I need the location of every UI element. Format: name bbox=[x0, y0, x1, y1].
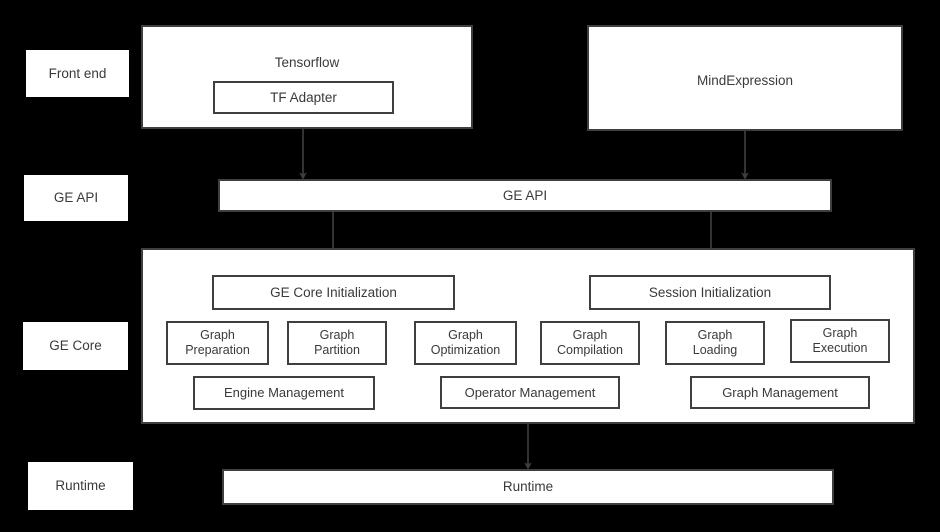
engine-management-label: Engine Management bbox=[224, 385, 344, 401]
layer-label-front-end: Front end bbox=[26, 50, 129, 97]
layer-label-ge-core: GE Core bbox=[23, 322, 128, 370]
operator-management[interactable]: Operator Management bbox=[440, 376, 620, 409]
graph-execution-label: Graph Execution bbox=[812, 326, 868, 355]
graph-compilation-label: Graph Compilation bbox=[556, 328, 623, 357]
ge-api-bar-label: GE API bbox=[502, 187, 548, 203]
layer-label-text: GE Core bbox=[49, 338, 102, 354]
tensorflow-title: Tensorflow bbox=[274, 55, 340, 70]
ge-api-bar[interactable]: GE API bbox=[218, 179, 832, 212]
mindexpression-container[interactable]: MindExpression bbox=[587, 25, 903, 131]
layer-label-text: Front end bbox=[48, 65, 107, 81]
session-initialization-label: Session Initialization bbox=[648, 284, 772, 300]
graph-loading[interactable]: Graph Loading bbox=[665, 321, 765, 365]
layer-label-runtime: Runtime bbox=[28, 462, 133, 510]
graph-partition-label: Graph Partition bbox=[314, 328, 360, 357]
layer-label-text: GE API bbox=[53, 190, 99, 206]
graph-loading-label: Graph Loading bbox=[692, 328, 738, 357]
operator-management-label: Operator Management bbox=[464, 384, 596, 400]
layer-label-ge-api: GE API bbox=[24, 175, 128, 221]
graph-execution[interactable]: Graph Execution bbox=[790, 319, 890, 363]
layer-label-text: Runtime bbox=[55, 478, 106, 494]
graph-preparation[interactable]: Graph Preparation bbox=[166, 321, 269, 365]
ge-core-initialization-label: GE Core Initialization bbox=[270, 284, 397, 300]
runtime-bar-label: Runtime bbox=[502, 479, 554, 495]
graph-management[interactable]: Graph Management bbox=[690, 376, 870, 409]
tf-adapter-label: TF Adapter bbox=[270, 89, 337, 105]
engine-management[interactable]: Engine Management bbox=[193, 376, 375, 410]
session-initialization[interactable]: Session Initialization bbox=[589, 275, 831, 310]
ge-core-initialization[interactable]: GE Core Initialization bbox=[212, 275, 455, 310]
tf-adapter-box[interactable]: TF Adapter bbox=[213, 81, 394, 114]
runtime-bar[interactable]: Runtime bbox=[222, 469, 834, 505]
graph-optimization-label: Graph Optimization bbox=[430, 328, 501, 357]
graph-partition[interactable]: Graph Partition bbox=[287, 321, 387, 365]
graph-management-label: Graph Management bbox=[722, 384, 838, 400]
mindexpression-title: MindExpression bbox=[696, 73, 794, 88]
graph-optimization[interactable]: Graph Optimization bbox=[414, 321, 517, 365]
graph-preparation-label: Graph Preparation bbox=[185, 328, 250, 357]
graph-compilation[interactable]: Graph Compilation bbox=[540, 321, 640, 365]
